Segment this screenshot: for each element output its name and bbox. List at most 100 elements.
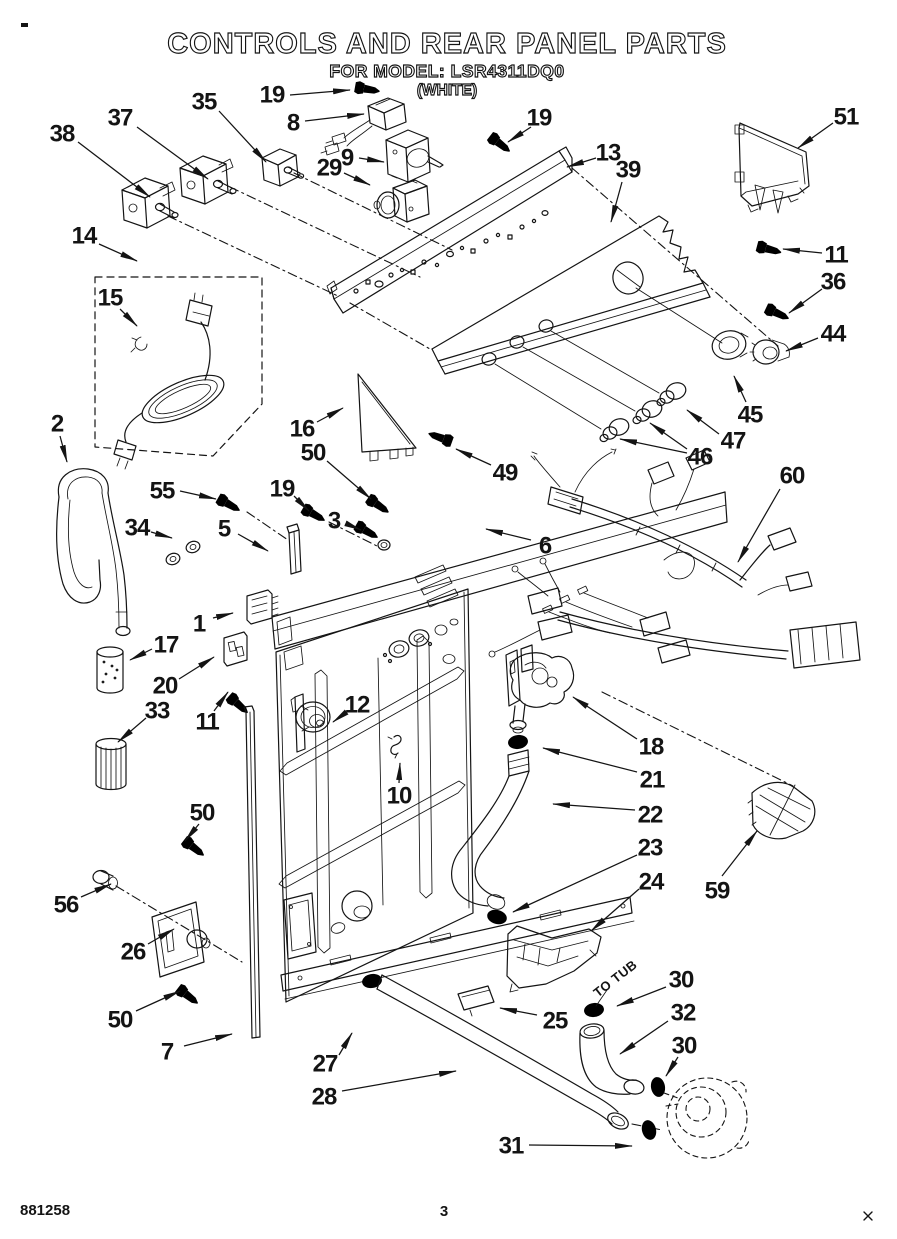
part-clamp-31 xyxy=(639,1118,661,1149)
callout-36: 36 xyxy=(788,268,847,314)
part-clamp-23 xyxy=(485,907,516,929)
part-number-11: 11 xyxy=(195,708,219,735)
part-number-5: 5 xyxy=(218,515,231,542)
screw-19-top xyxy=(353,80,381,98)
leader-arrow-59 xyxy=(721,830,758,877)
callout-55: 55 xyxy=(150,477,217,504)
part-bracket-24 xyxy=(506,925,602,993)
callout-13: 13 xyxy=(566,139,622,168)
callout-34: 34 xyxy=(125,514,173,541)
doc-number: 881258 xyxy=(20,1202,70,1219)
part-number-55: 55 xyxy=(150,477,175,504)
part-number-49: 49 xyxy=(493,459,518,486)
part-number-12: 12 xyxy=(345,691,370,718)
part-timer-9 xyxy=(385,129,444,184)
part-number-38: 38 xyxy=(50,120,75,147)
callout-19: 19 xyxy=(270,475,310,512)
callout-49: 49 xyxy=(455,448,519,486)
callout-16: 16 xyxy=(290,407,344,442)
part-rear-panel-assembly xyxy=(275,588,474,1003)
leader-arrow-32 xyxy=(619,1020,669,1055)
leader-arrow-49 xyxy=(455,448,492,466)
screw-36 xyxy=(763,302,792,325)
part-number-2: 2 xyxy=(51,410,64,437)
part-switch-38 xyxy=(121,177,179,229)
model-subtitle: FOR MODEL: LSR4311DQ0 xyxy=(329,61,564,81)
callout-44: 44 xyxy=(785,320,848,352)
callout-15: 15 xyxy=(98,284,138,327)
callout-10: 10 xyxy=(387,762,413,809)
callout-7: 7 xyxy=(161,1033,233,1065)
part-push-knobs-46 xyxy=(599,400,663,443)
part-number-27: 27 xyxy=(313,1050,338,1077)
part-number-25: 25 xyxy=(543,1007,568,1034)
part-number-1: 1 xyxy=(193,610,206,637)
part-console-support-6 xyxy=(271,491,728,650)
callout-50: 50 xyxy=(184,799,216,842)
leader-arrow-24 xyxy=(590,888,640,932)
leader-arrow-38 xyxy=(77,141,151,198)
part-number-24: 24 xyxy=(639,868,665,895)
part-bracket-16 xyxy=(357,373,417,462)
leader-arrow-26 xyxy=(147,928,175,945)
leader-arrow-50 xyxy=(326,460,372,500)
leader-arrow-45 xyxy=(733,375,747,403)
leader-arrow-3 xyxy=(344,520,362,531)
part-clip-10 xyxy=(387,734,402,759)
leader-arrow-11 xyxy=(213,691,229,712)
leader-arrow-8 xyxy=(304,113,365,122)
part-pump-dashed xyxy=(663,1077,750,1159)
callout-5: 5 xyxy=(218,515,269,552)
leader-arrow-22 xyxy=(552,802,636,811)
leader-arrow-55 xyxy=(179,490,217,500)
leader-arrow-21 xyxy=(542,747,638,773)
part-elbow-hose-32 xyxy=(579,1023,645,1095)
callout-14: 14 xyxy=(72,222,138,262)
leader-arrow-29 xyxy=(343,172,371,186)
part-hub-12 xyxy=(290,693,331,753)
leader-arrow-50 xyxy=(184,823,200,842)
part-number-13: 13 xyxy=(596,139,621,166)
part-number-11: 11 xyxy=(824,241,848,268)
part-number-19: 19 xyxy=(270,475,295,502)
part-number-9: 9 xyxy=(341,144,354,171)
part-clamp-27 xyxy=(360,971,390,990)
leader-arrow-31 xyxy=(528,1142,633,1149)
part-power-cord-15 xyxy=(113,292,225,470)
part-filter-33 xyxy=(95,737,127,791)
page-number: 3 xyxy=(440,1203,448,1220)
part-number-56: 56 xyxy=(54,891,79,918)
part-number-50: 50 xyxy=(190,799,215,826)
callout-11: 11 xyxy=(195,691,229,735)
callout-31: 31 xyxy=(499,1132,633,1159)
callout-1: 1 xyxy=(193,610,234,637)
callout-33: 33 xyxy=(117,697,171,743)
part-number-30: 30 xyxy=(669,966,694,993)
callout-47: 47 xyxy=(686,409,747,454)
callout-60: 60 xyxy=(737,462,806,563)
part-number-51: 51 xyxy=(834,103,859,130)
leader-arrow-2 xyxy=(59,435,68,463)
part-number-31: 31 xyxy=(499,1132,524,1159)
leader-arrow-6 xyxy=(485,528,532,541)
part-clamp-21 xyxy=(507,732,536,751)
callout-23: 23 xyxy=(512,834,664,913)
part-number-7: 7 xyxy=(161,1038,174,1065)
callout-46: 46 xyxy=(619,422,714,470)
callout-12: 12 xyxy=(332,691,371,723)
part-number-17: 17 xyxy=(154,631,179,658)
screw-11-left xyxy=(224,691,252,718)
part-number-21: 21 xyxy=(640,766,665,793)
part-number-29: 29 xyxy=(317,154,342,181)
part-number-15: 15 xyxy=(98,284,123,311)
leader-arrow-36 xyxy=(788,288,823,314)
screw-19-mid xyxy=(485,130,514,157)
leader-arrow-56 xyxy=(80,883,112,898)
page-title: CONTROLS AND REAR PANEL PARTS xyxy=(167,28,727,60)
leader-arrow-46 xyxy=(619,438,688,454)
part-number-6: 6 xyxy=(539,532,552,559)
leader-arrow-15 xyxy=(119,308,138,327)
part-number-45: 45 xyxy=(738,401,763,428)
part-number-20: 20 xyxy=(153,672,178,699)
